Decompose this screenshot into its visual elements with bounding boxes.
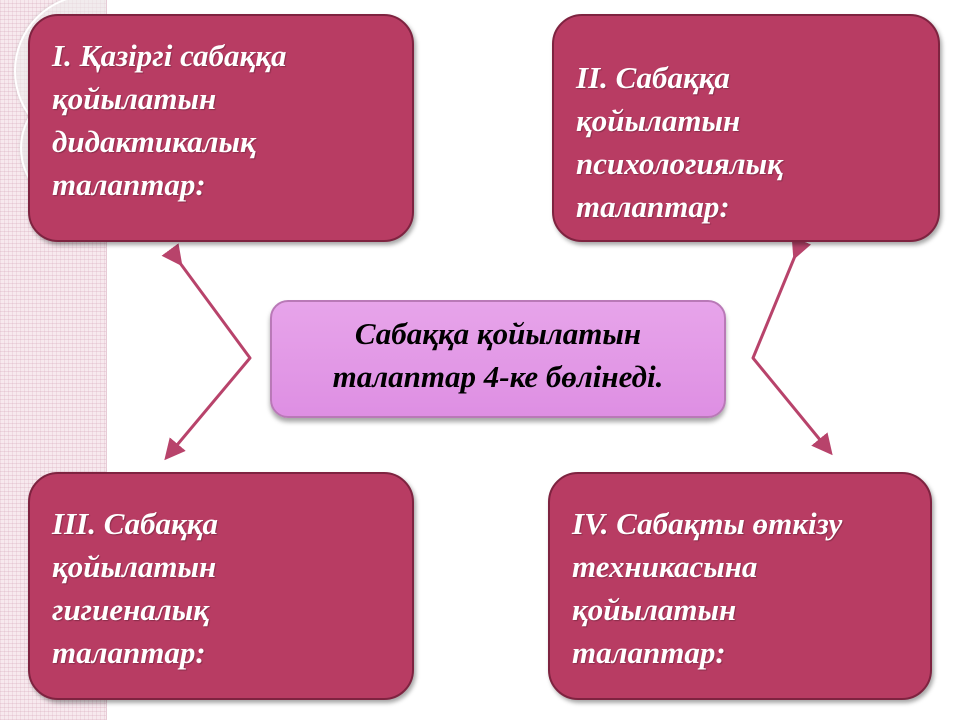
box-text-line: II. Сабаққа [576,60,730,95]
arrow-right [751,236,833,456]
box-text-line: гигиеналық [52,592,209,627]
box-text-line: қойылатын [572,592,737,627]
box-text-line: қойылатын [576,103,741,138]
center-box: Сабаққа қойылатын талаптар 4-ке бөлінеді… [270,300,726,418]
box-text-line: дидактикалық [52,124,256,159]
box-text-line: талаптар: [576,189,730,224]
box-text: III. Сабаққа қойылатын гигиеналық талапт… [52,502,398,674]
box-text-line: IV. Сабақты өткізу [572,506,843,541]
box-text-line: талаптар: [52,635,206,670]
box-text-line: талаптар: [572,635,726,670]
center-text: Сабаққа қойылатын талаптар 4-ке бөлінеді… [272,312,724,398]
box-didactic-requirements: I. Қазіргі сабаққа қойылатын дидактикалы… [28,14,414,242]
box-text: IV. Сабақты өткізу техникасына қойылатын… [572,502,916,674]
box-text: I. Қазіргі сабаққа қойылатын дидактикалы… [52,34,398,206]
box-text: II. Сабаққа қойылатын психологиялық тала… [576,56,924,228]
box-text-line: III. Сабаққа [52,506,218,541]
box-psychological-requirements: II. Сабаққа қойылатын психологиялық тала… [552,14,940,242]
box-hygienic-requirements: III. Сабаққа қойылатын гигиеналық талапт… [28,472,414,700]
box-text-line: қойылатын [52,549,217,584]
box-text-line: талаптар: [52,167,206,202]
box-text-line: техникасына [572,549,758,584]
box-text-line: қойылатын [52,81,217,116]
box-text-line: I. Қазіргі сабаққа [52,38,287,73]
center-text-line: Сабаққа қойылатын [354,316,642,351]
box-text-line: психологиялық [576,146,783,181]
box-technique-requirements: IV. Сабақты өткізу техникасына қойылатын… [548,472,932,700]
center-text-line: талаптар 4-ке бөлінеді. [332,359,664,394]
arrow-left [161,243,252,461]
